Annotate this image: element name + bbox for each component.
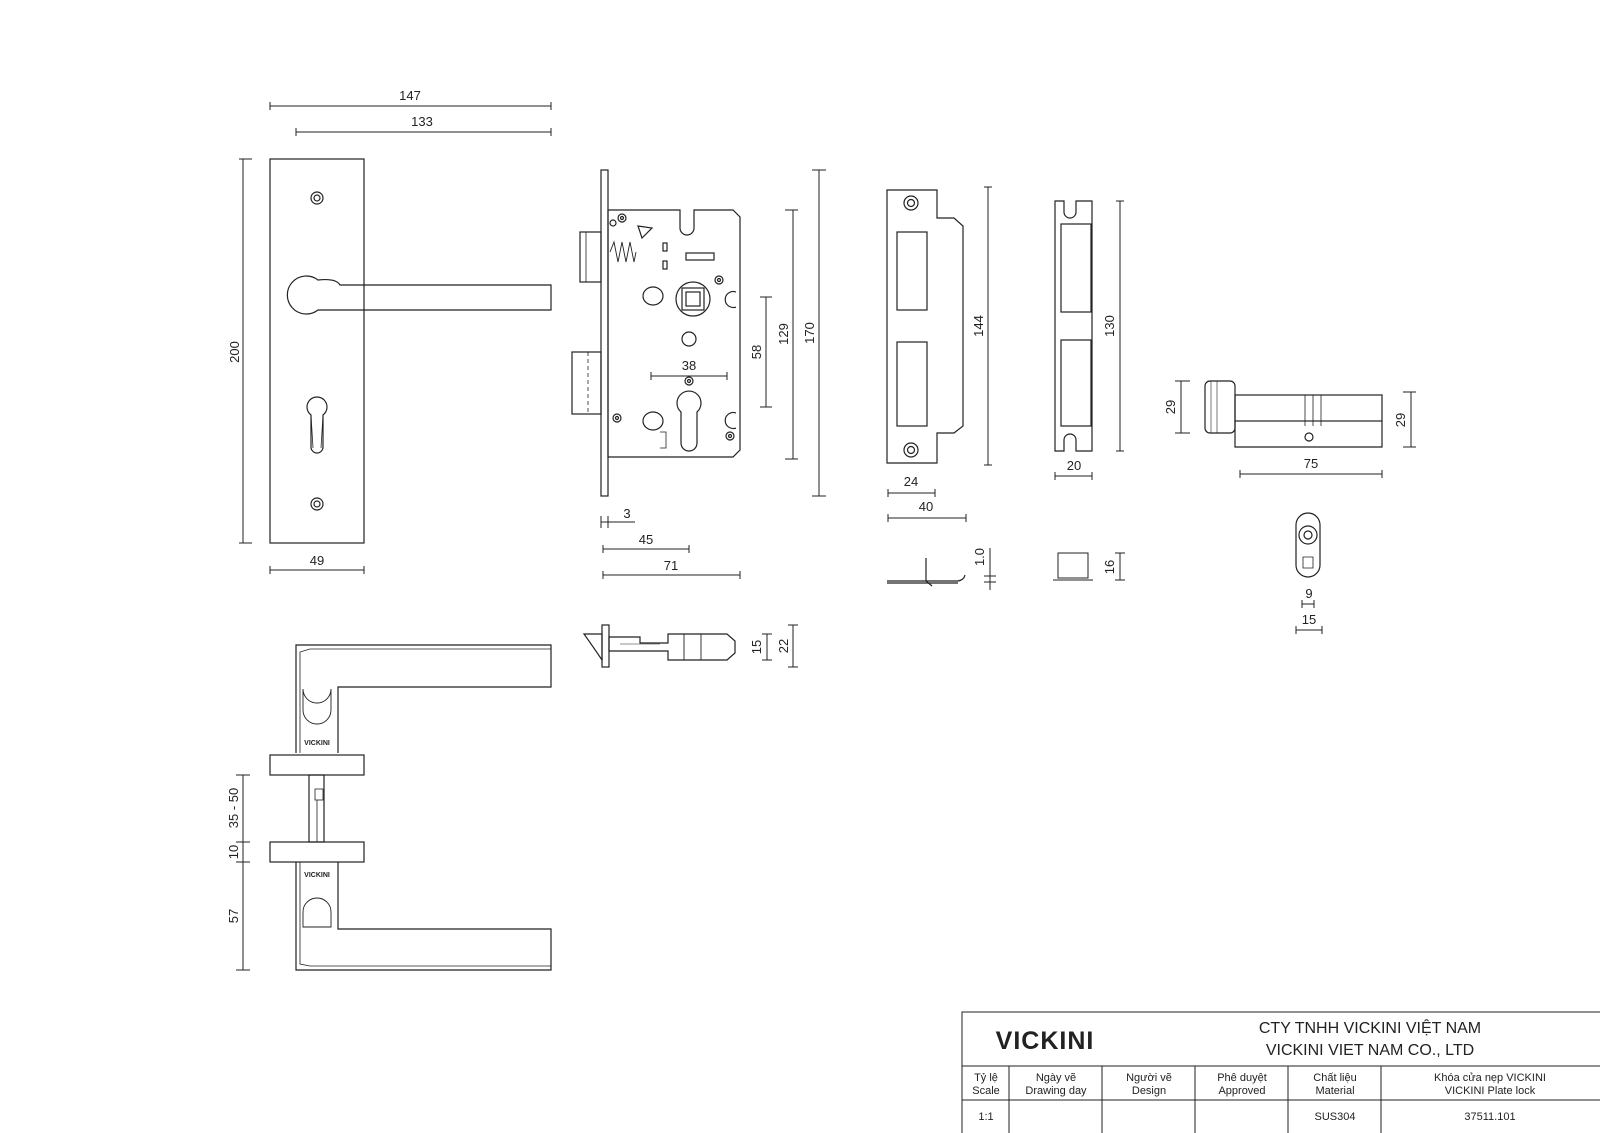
dim-9: 9: [1305, 586, 1312, 601]
value-material: SUS304: [1315, 1111, 1356, 1123]
dim-35-50: 35 - 50: [226, 788, 241, 828]
dim-16: 16: [1102, 560, 1117, 574]
plate-dimensions: [239, 102, 552, 574]
header-scale-vn: Tỷ lệ: [974, 1072, 998, 1084]
dim-10: 10: [226, 845, 241, 859]
dim-129: 129: [776, 323, 791, 345]
strike-plate: [886, 189, 964, 464]
screw-hole-bottom: [310, 497, 324, 511]
lever-handle: [286, 275, 552, 315]
dim-75: 75: [1304, 456, 1318, 471]
header-product-vn: Khóa cửa nẹp VICKINI: [1434, 1072, 1546, 1084]
faceplate: [600, 169, 609, 497]
header-scale-en: Scale: [972, 1085, 1000, 1097]
dim-24: 24: [904, 474, 918, 489]
dim-22-latch: 22: [776, 639, 791, 653]
dim-45: 45: [639, 532, 653, 547]
dim-15-cyl: 15: [1302, 612, 1316, 627]
mortise-dimensions: [600, 169, 826, 579]
spindle-hub: [675, 281, 711, 317]
spring: [609, 240, 637, 263]
dead-bolt: [571, 351, 602, 415]
value-product-code: 37511.101: [1464, 1111, 1515, 1123]
header-drawing-day-vn: Ngày vẽ: [1036, 1072, 1076, 1084]
dim-130: 130: [1102, 315, 1117, 337]
dim-147: 147: [399, 88, 421, 103]
engraving-lower: VICKINI: [304, 872, 330, 879]
lock-case: [607, 209, 741, 458]
header-material-vn: Chất liệu: [1313, 1072, 1356, 1084]
engraving-upper: VICKINI: [304, 740, 330, 747]
euro-cylinder: [1204, 380, 1383, 448]
dim-29-left: 29: [1163, 400, 1178, 414]
upper-lever: [295, 644, 552, 753]
dim-15-latch: 15: [749, 640, 764, 654]
thumb-turn: [1204, 380, 1236, 434]
lower-lever: [295, 862, 552, 971]
dim-1-0: 1.0: [972, 548, 987, 566]
dim-58: 58: [749, 345, 764, 359]
handle-plate-front-view: [269, 158, 552, 544]
company-name-vn: CTY TNHH VICKINI VIỆT NAM: [1259, 1018, 1481, 1037]
dim-133: 133: [411, 114, 433, 129]
dim-38: 38: [682, 358, 696, 373]
header-design-vn: Người vẽ: [1126, 1072, 1172, 1084]
screw-hole-top: [310, 191, 324, 205]
spindle: [308, 774, 325, 843]
cylinder-hole: [676, 390, 702, 452]
header-material-en: Material: [1315, 1085, 1354, 1097]
backplate: [269, 158, 365, 544]
lower-rose: [269, 841, 365, 863]
header-drawing-day-en: Drawing day: [1025, 1085, 1087, 1097]
dim-29-right: 29: [1393, 413, 1408, 427]
title-block: [961, 1011, 1600, 1133]
dim-71: 71: [664, 558, 678, 573]
dim-40: 40: [919, 499, 933, 514]
company-name-en: VICKINI VIET NAM CO., LTD: [1266, 1042, 1474, 1059]
handle-side-view: [269, 644, 552, 971]
strike-profile: [887, 558, 966, 587]
dim-20: 20: [1067, 458, 1081, 473]
upper-rose: [269, 754, 365, 776]
header-approved-en: Approved: [1218, 1085, 1265, 1097]
keyhole-escutcheon: [306, 396, 328, 454]
latch-side-view: [582, 624, 736, 668]
header-design-en: Design: [1132, 1085, 1166, 1097]
header-approved-vn: Phê duyệt: [1217, 1072, 1267, 1084]
mortise-lock-body: [571, 169, 741, 497]
strike-box: [1054, 200, 1093, 452]
vickini-logo: VICKINI: [996, 1027, 1095, 1055]
header-product-en: VICKINI Plate lock: [1445, 1085, 1536, 1097]
dim-3: 3: [623, 506, 630, 521]
dim-144: 144: [971, 315, 986, 337]
dim-49: 49: [310, 553, 324, 568]
value-scale: 1:1: [978, 1111, 993, 1123]
latch-bolt: [579, 231, 602, 283]
dim-57: 57: [226, 909, 241, 923]
cylinder-profile: [1295, 512, 1321, 578]
dim-200: 200: [227, 341, 242, 363]
dim-170: 170: [802, 322, 817, 344]
